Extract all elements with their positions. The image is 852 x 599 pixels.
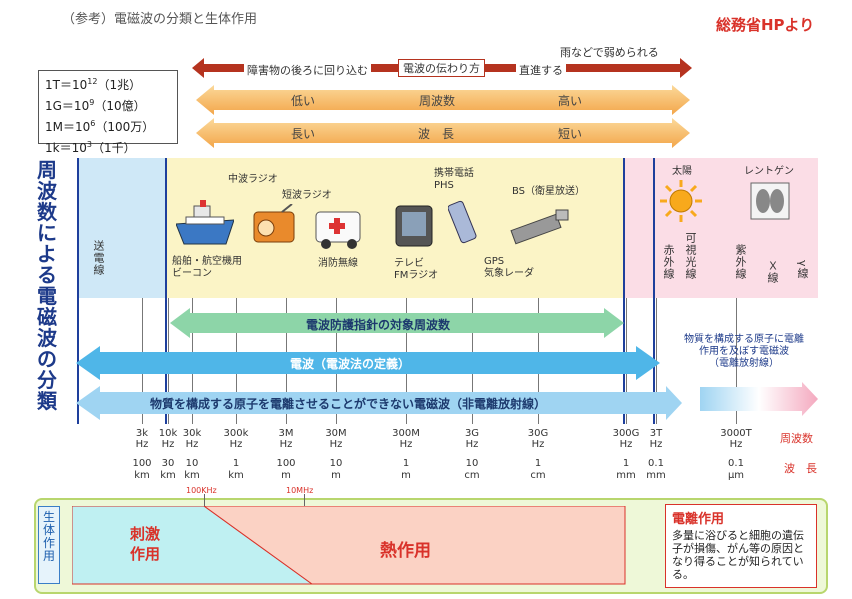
ambulance-icon <box>315 211 361 249</box>
wavelength-tick-label: 10 km <box>184 458 200 481</box>
mw-radio-label: 中波ラジオ <box>228 174 278 185</box>
bs-label: BS（衛星放送） <box>512 186 586 197</box>
marker-10mhz: 10MHz <box>286 486 314 495</box>
tv-label: テレビ FMラジオ <box>394 258 439 281</box>
marker-line <box>204 494 205 506</box>
wavelength-tick-label: 1 km <box>228 458 244 481</box>
frequency-tick-label: 300M Hz <box>392 428 420 450</box>
side-title: 周波数による電磁波の分類 <box>37 158 57 413</box>
bio-effect-label: 生体作用 <box>38 506 60 584</box>
marker-100khz: 100KHz <box>186 486 217 495</box>
unit-legend: 1T＝1012（1兆） 1G＝109（10億） 1M＝106（100万） 1k＝… <box>38 70 178 155</box>
non-ionizing-band <box>76 386 682 420</box>
wavelength-short: 短い <box>558 127 583 141</box>
frequency-tick-label: 10k Hz <box>158 428 178 450</box>
ship-label: 船舶・航空機用 ビーコン <box>172 256 242 279</box>
ionization-effect-box: 電離作用 多量に浴びると細胞の遺伝子が損傷、がん等の原因となり得ることが知られて… <box>665 504 817 588</box>
xray-label: レントゲン <box>744 166 794 177</box>
wavelength-tick-label: 1 m <box>401 458 411 481</box>
wavelength-tick-label: 10 cm <box>464 458 480 481</box>
propagation-left: 障害物の後ろに回り込む <box>244 62 371 78</box>
ionizing-note: 物質を構成する原子に電離 作用を及ぼす電磁波 （電離放射線） <box>684 334 804 369</box>
guideline-label: 電波防護指針の対象周波数 <box>306 318 451 332</box>
unit-row-g: 1G＝109（10億） <box>45 98 146 113</box>
mobile-phone-icon <box>448 200 477 244</box>
radio-band <box>76 346 660 380</box>
wavelength-tick-label: 1 mm <box>616 458 636 481</box>
wavelength-tick-label: 100 km <box>132 458 152 481</box>
wavelength-tick-label: 1 cm <box>530 458 546 481</box>
phone-label: 携帯電話 PHS <box>434 168 474 191</box>
frequency-high: 高い <box>558 94 583 108</box>
visible-light-label: 可視光線 <box>684 232 697 280</box>
unit-row-m: 1M＝106（100万） <box>45 119 155 134</box>
heat-effect-label: 熱作用 <box>380 541 431 561</box>
sun-icon <box>660 180 702 222</box>
page-title: （参考）電磁波の分類と生体作用 <box>62 12 258 27</box>
frequency-tick-label: 30G Hz <box>527 428 549 450</box>
divider-line <box>623 158 625 424</box>
power-line-label: 送電線 <box>92 240 105 276</box>
frequency-tick-label: 300k Hz <box>223 428 249 450</box>
fire-radio-label: 消防無線 <box>318 258 358 269</box>
frequency-tick-label: 3000T Hz <box>720 428 752 450</box>
wavelength-tick-label: 30 km <box>160 458 176 481</box>
radio-icon <box>253 204 295 243</box>
tv-icon <box>395 205 433 247</box>
wavelength-arrow <box>196 118 690 148</box>
ultraviolet-label: 紫外線 <box>734 244 747 280</box>
guideline-band <box>170 308 624 338</box>
wavelength-long: 長い <box>291 127 316 141</box>
frequency-tick-label: 30k Hz <box>182 428 202 450</box>
frequency-tick-label: 3G Hz <box>464 428 480 450</box>
ionization-description: 多量に浴びると細胞の遺伝子が損傷、がん等の原因となり得ることが知られている。 <box>672 529 804 581</box>
power-line-zone <box>78 158 166 298</box>
frequency-arrow <box>196 85 690 115</box>
wavelength-tick-label: 0.1 μm <box>727 458 745 481</box>
ship-icon <box>176 200 234 245</box>
source-note: 総務省HPより <box>716 16 815 34</box>
ionizing-band <box>700 382 818 416</box>
frequency-tick-label: 300G Hz <box>612 428 640 450</box>
xray-icon <box>750 182 790 220</box>
xray-band-label: Ｘ線 <box>766 260 779 284</box>
frequency-center: 周波数 <box>419 94 456 108</box>
radio-band-label: 電波（電波法の定義） <box>290 357 411 371</box>
non-ionizing-label: 物質を構成する原子を電離させることができない電磁波（非電離放射線） <box>150 397 547 411</box>
frequency-tick-label: 30M Hz <box>325 428 347 450</box>
wavelength-tick-label: 0.1 mm <box>646 458 666 481</box>
propagation-right: 直進する <box>516 62 566 78</box>
infrared-label: 赤外線 <box>662 244 675 280</box>
wavelength-axis-label: 波 長 <box>784 462 817 475</box>
propagation-center: 電波の伝わり方 <box>398 59 485 77</box>
propagation-right-top: 雨などで弱められる <box>560 46 659 59</box>
axis-tick <box>736 298 737 424</box>
satellite-icon <box>510 209 569 245</box>
frequency-tick-label: 3T Hz <box>649 428 663 450</box>
divider-line <box>653 158 655 424</box>
sun-label: 太陽 <box>672 166 692 177</box>
marker-line <box>304 494 305 506</box>
divider-line <box>77 158 79 424</box>
wavelength-center: 波 長 <box>418 127 455 141</box>
frequency-tick-label: 3k Hz <box>135 428 149 450</box>
sw-radio-label: 短波ラジオ <box>282 190 332 201</box>
frequency-axis-label: 周波数 <box>780 432 813 445</box>
wavelength-tick-label: 10 m <box>329 458 343 481</box>
ionization-title: 電離作用 <box>672 512 725 527</box>
unit-row-t: 1T＝1012（1兆） <box>45 77 142 92</box>
light-zone <box>624 158 818 298</box>
frequency-tick-label: 3M Hz <box>278 428 294 450</box>
wavelength-tick-label: 100 m <box>276 458 296 481</box>
unit-row-k: 1k＝103（1千） <box>45 140 136 155</box>
stimulus-effect-label: 刺激 作用 <box>130 525 161 563</box>
frequency-low: 低い <box>291 94 316 108</box>
gamma-band-label: γ線 <box>796 260 809 280</box>
gps-label: GPS 気象レーダ <box>484 256 534 279</box>
bio-effect-regions <box>72 506 626 585</box>
divider-line <box>165 158 167 424</box>
